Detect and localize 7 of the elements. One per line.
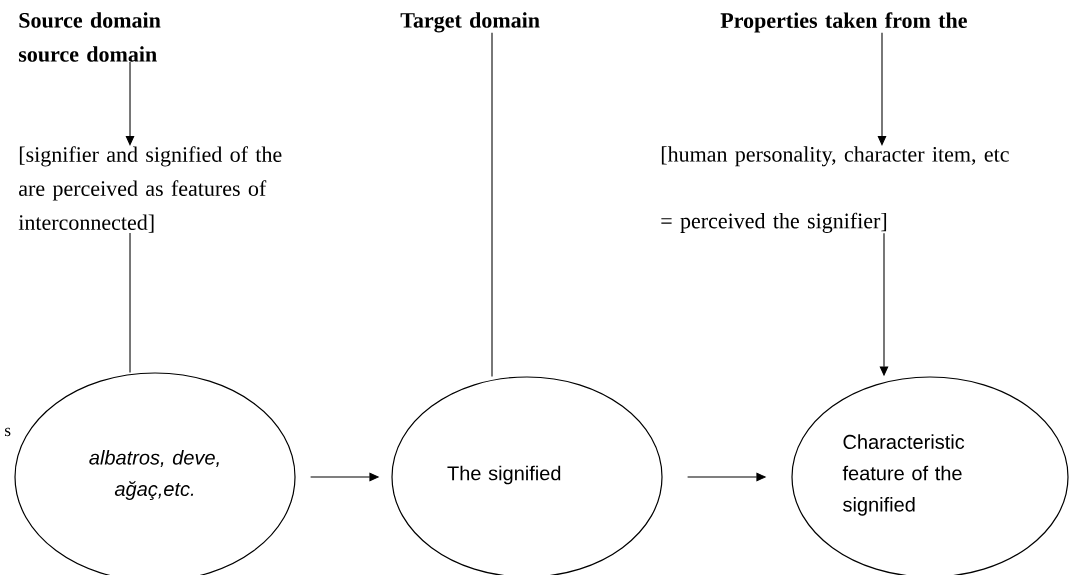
- heading-text: Properties taken from the: [720, 12, 967, 33]
- heading-text: Target domain: [400, 12, 540, 33]
- description-text: [human personality, character item, etc = perceived the signifier]: [661, 146, 1009, 233]
- arrow: [877, 32, 887, 146]
- arrow: [125, 61, 135, 146]
- heading-text: Source domain source domain: [18, 12, 161, 62]
- description-text: [signifier and signified of the are perceived as features of interconnected]: [18, 146, 282, 233]
